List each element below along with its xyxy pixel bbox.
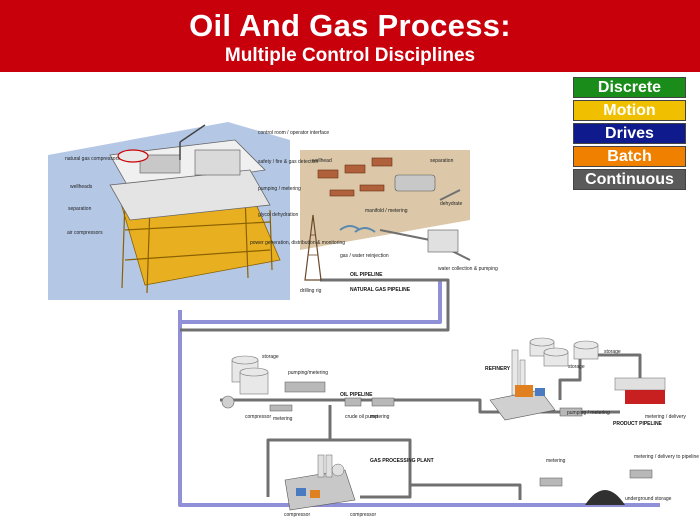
refinery-storage-tanks: [529, 337, 599, 367]
label-manifold: manifold / metering: [365, 208, 408, 214]
label-underground-storage: underground storage: [625, 496, 672, 502]
separator-vessel: [394, 174, 436, 192]
reinjection-pumps: [339, 225, 376, 233]
crane-boom: [179, 124, 206, 143]
label-natural-gas-compressors: natural gas compressors: [65, 156, 120, 162]
label-storage-refinery: storage: [568, 364, 585, 370]
pumping-metering-skid: [269, 381, 395, 412]
water-collection-building: [427, 229, 459, 253]
label-product-pipeline: PRODUCT PIPELINE: [613, 421, 663, 427]
label-metering-right: metering: [370, 414, 390, 420]
label-separation: separation: [68, 206, 92, 212]
label-refinery: REFINERY: [485, 366, 511, 372]
gas-processing-plant: [284, 454, 356, 511]
label-pumping-metering: pumping/metering: [288, 370, 328, 376]
label-metering-delivery: metering / delivery: [645, 414, 686, 420]
storage-tanks-left: [231, 355, 269, 395]
natural-gas-pipeline-upper: [178, 280, 442, 324]
label-oil-pipeline-mid: OIL PIPELINE: [340, 392, 373, 398]
label-glycol: glycol dehydration: [258, 212, 299, 218]
label-crude-oil-pump: crude oil pump: [345, 414, 378, 420]
helipad: [117, 149, 149, 163]
page-title: Oil And Gas Process:: [189, 8, 511, 43]
label-compressor-bottom-right: compressor: [350, 512, 376, 518]
label-field-separation: separation: [430, 158, 454, 164]
dehydrate-pipe: [439, 189, 461, 201]
drilling-rig: [304, 214, 322, 281]
label-control-room: control room / operator interface: [258, 130, 329, 136]
label-storage-left: storage: [262, 354, 279, 360]
process-module: [139, 154, 181, 174]
label-pumping: pumping / metering: [258, 186, 301, 192]
label-dehydrate: dehydrate: [440, 201, 462, 207]
pumpjacks: [317, 157, 393, 197]
label-compressor-bottom-left: compressor: [284, 512, 310, 518]
label-metering-delivery-pipeline: metering / delivery to pipeline: [634, 454, 699, 460]
label-safety: safety / fire & gas detection: [258, 159, 319, 165]
title-banner: [0, 0, 700, 72]
refinery: [489, 349, 556, 421]
label-air-compressors: air compressors: [67, 230, 103, 236]
underground-storage: [585, 490, 625, 505]
legend-motion: Motion: [573, 100, 686, 121]
label-oil-pipeline-upper: OIL PIPELINE: [350, 272, 383, 278]
label-gas-water: gas / water reinjection: [340, 253, 389, 259]
gas-plant-pipeline: [328, 405, 412, 499]
label-water-collection: water collection & pumping: [438, 266, 498, 272]
living-quarters: [194, 149, 241, 176]
offshore-platform: [109, 124, 281, 294]
label-metering-bottom: metering: [546, 458, 566, 464]
legend-batch: Batch: [573, 146, 686, 167]
label-metering-mid: metering: [273, 416, 293, 422]
legend-continuous: Continuous: [573, 169, 686, 190]
page-subtitle: Multiple Control Disciplines: [224, 45, 476, 66]
label-drilling-rig: drilling rig: [300, 288, 322, 294]
legend-drives: Drives: [573, 123, 686, 144]
gas-outlet-pipeline: [410, 483, 522, 500]
delivery-station: [614, 377, 666, 404]
oil-pipeline-upper: [180, 278, 450, 332]
label-wellheads: wellheads: [70, 184, 93, 190]
label-natural-gas-pipeline: NATURAL GAS PIPELINE: [350, 287, 411, 293]
platform-legs: [121, 194, 273, 294]
label-pumping-metering-refinery: pumping / metering: [567, 410, 610, 416]
legend-discrete: Discrete: [573, 77, 686, 98]
label-compressor-mid: compressor: [245, 414, 271, 420]
compressor-left: [221, 395, 235, 409]
product-pipeline: [558, 353, 642, 400]
gas-plant-inlet: [266, 438, 330, 497]
metering-skids-bottom: [539, 407, 653, 487]
label-storage-right: storage: [604, 349, 621, 355]
label-power: power generation, distribution & monitor…: [250, 240, 345, 246]
natural-gas-pipeline: [178, 310, 660, 507]
label-gas-processing-plant: GAS PROCESSING PLANT: [370, 458, 434, 464]
label-wellhead: wellhead: [312, 158, 332, 164]
